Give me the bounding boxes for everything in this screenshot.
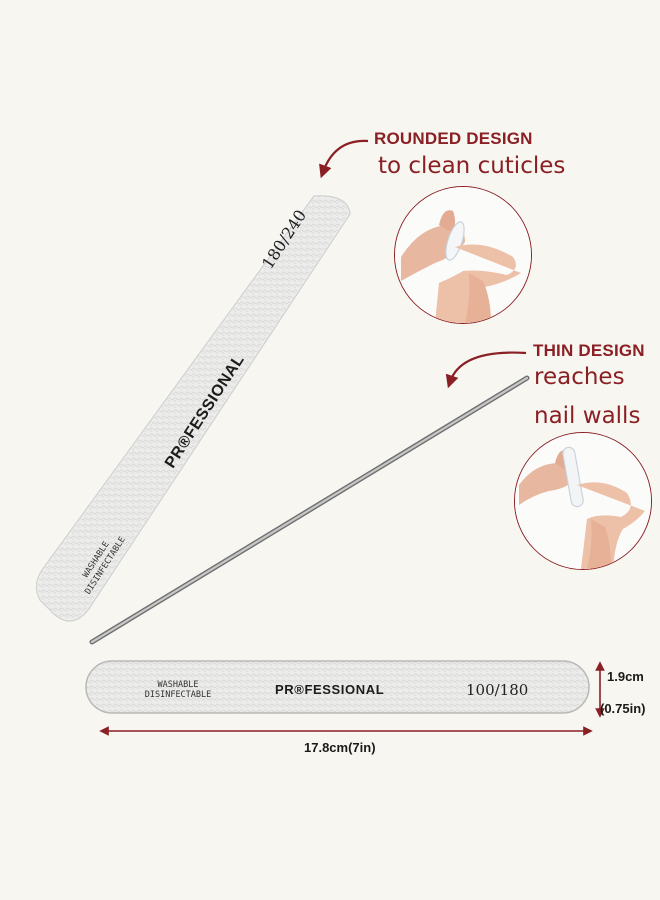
hand-illustration <box>395 187 531 323</box>
rounded-arrow <box>319 139 369 179</box>
rounded-design-title: ROUNDED DESIGN <box>374 129 533 148</box>
cuticle-cleaning-photo <box>394 186 532 324</box>
thin-design-text-line1: reaches <box>534 364 625 390</box>
thin-nail-file <box>89 375 530 645</box>
nail-file-horizontal <box>85 660 590 714</box>
thin-arrow <box>445 351 527 389</box>
horizontal-file-care-text: WASHABLE DISINFECTABLE <box>128 680 228 700</box>
horizontal-file-grit: 100/180 <box>466 681 529 699</box>
horizontal-file-care-line2: DISINFECTABLE <box>144 690 212 700</box>
horizontal-file-brand: PR®FESSIONAL <box>275 682 385 697</box>
width-dimension-in: (0.75in) <box>600 701 646 716</box>
nail-wall-filing-photo <box>514 432 652 570</box>
thin-design-title: THIN DESIGN <box>533 341 645 360</box>
rounded-design-text: to clean cuticles <box>378 153 566 179</box>
hand-illustration <box>515 433 651 569</box>
nail-file-diagonal <box>35 194 352 623</box>
horizontal-file-care-line1: WASHABLE <box>157 680 199 690</box>
length-dimension-label: 17.8cm(7in) <box>304 740 376 755</box>
thin-design-text-line2: nail walls <box>534 403 641 429</box>
width-dimension-cm: 1.9cm <box>607 669 644 684</box>
